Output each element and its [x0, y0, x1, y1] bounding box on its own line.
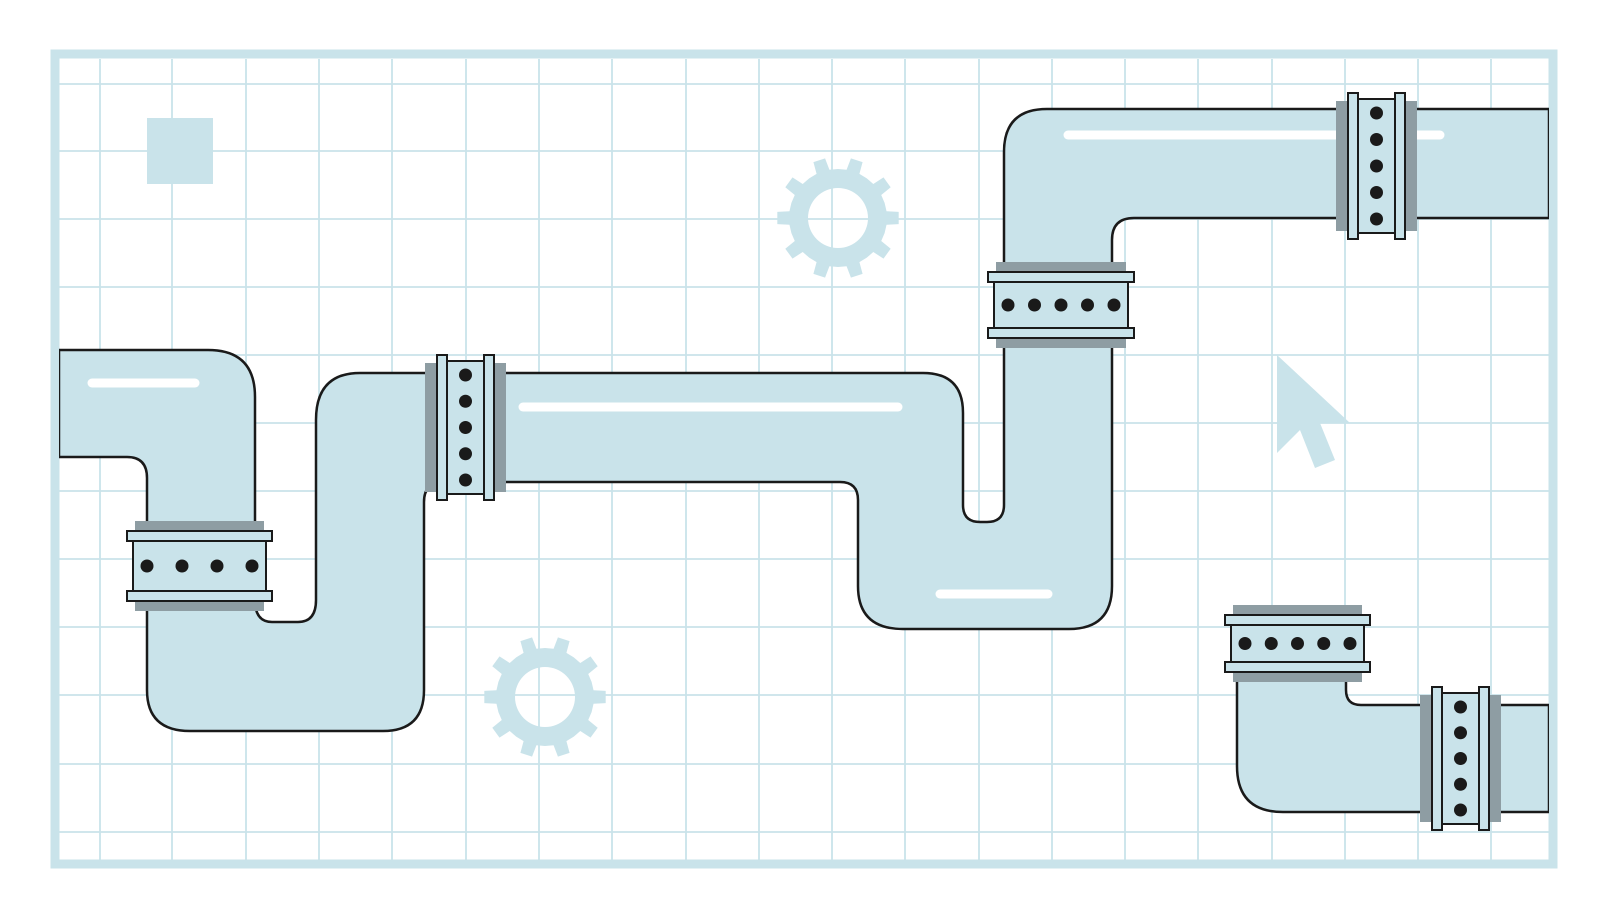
bolt [1264, 637, 1278, 650]
bolt [1454, 803, 1467, 817]
bolt [1001, 298, 1015, 312]
bolt [1370, 212, 1383, 226]
bolt [1454, 752, 1467, 765]
gear-shape [484, 637, 606, 757]
flange-icon [1224, 605, 1371, 682]
bolt [1454, 777, 1467, 791]
pipe-segment-middle [454, 107, 1549, 631]
bolt [1370, 159, 1383, 173]
bolt [1454, 726, 1467, 740]
bolt [210, 559, 224, 573]
bolt [459, 368, 472, 382]
bolt [1343, 637, 1357, 650]
flange-icon [126, 521, 273, 611]
bolt [1238, 637, 1252, 650]
bolt [245, 559, 259, 573]
bolt [1370, 133, 1383, 146]
bolt [459, 421, 472, 434]
flange-icon [425, 354, 506, 501]
bolt [140, 559, 154, 573]
bolt [1028, 298, 1041, 312]
bolt [1107, 298, 1121, 312]
gear-icon [777, 158, 899, 278]
gear-shape [777, 158, 899, 278]
bolt [459, 447, 472, 461]
bolt [175, 559, 189, 573]
bolt [1081, 298, 1094, 312]
flange-icon [1420, 686, 1501, 831]
cursor-arrow-icon [1277, 355, 1350, 468]
square-icon [147, 118, 213, 184]
bolt [1291, 637, 1304, 650]
bolt [1054, 298, 1068, 312]
bolt [459, 394, 472, 408]
flange-icon [987, 262, 1135, 348]
bolt [459, 473, 472, 487]
bolt [1454, 700, 1467, 714]
flange-icon [1336, 92, 1417, 240]
gear-icon [484, 637, 606, 757]
bolt [1370, 106, 1383, 120]
bolt [1370, 186, 1383, 199]
bolt [1317, 637, 1331, 650]
